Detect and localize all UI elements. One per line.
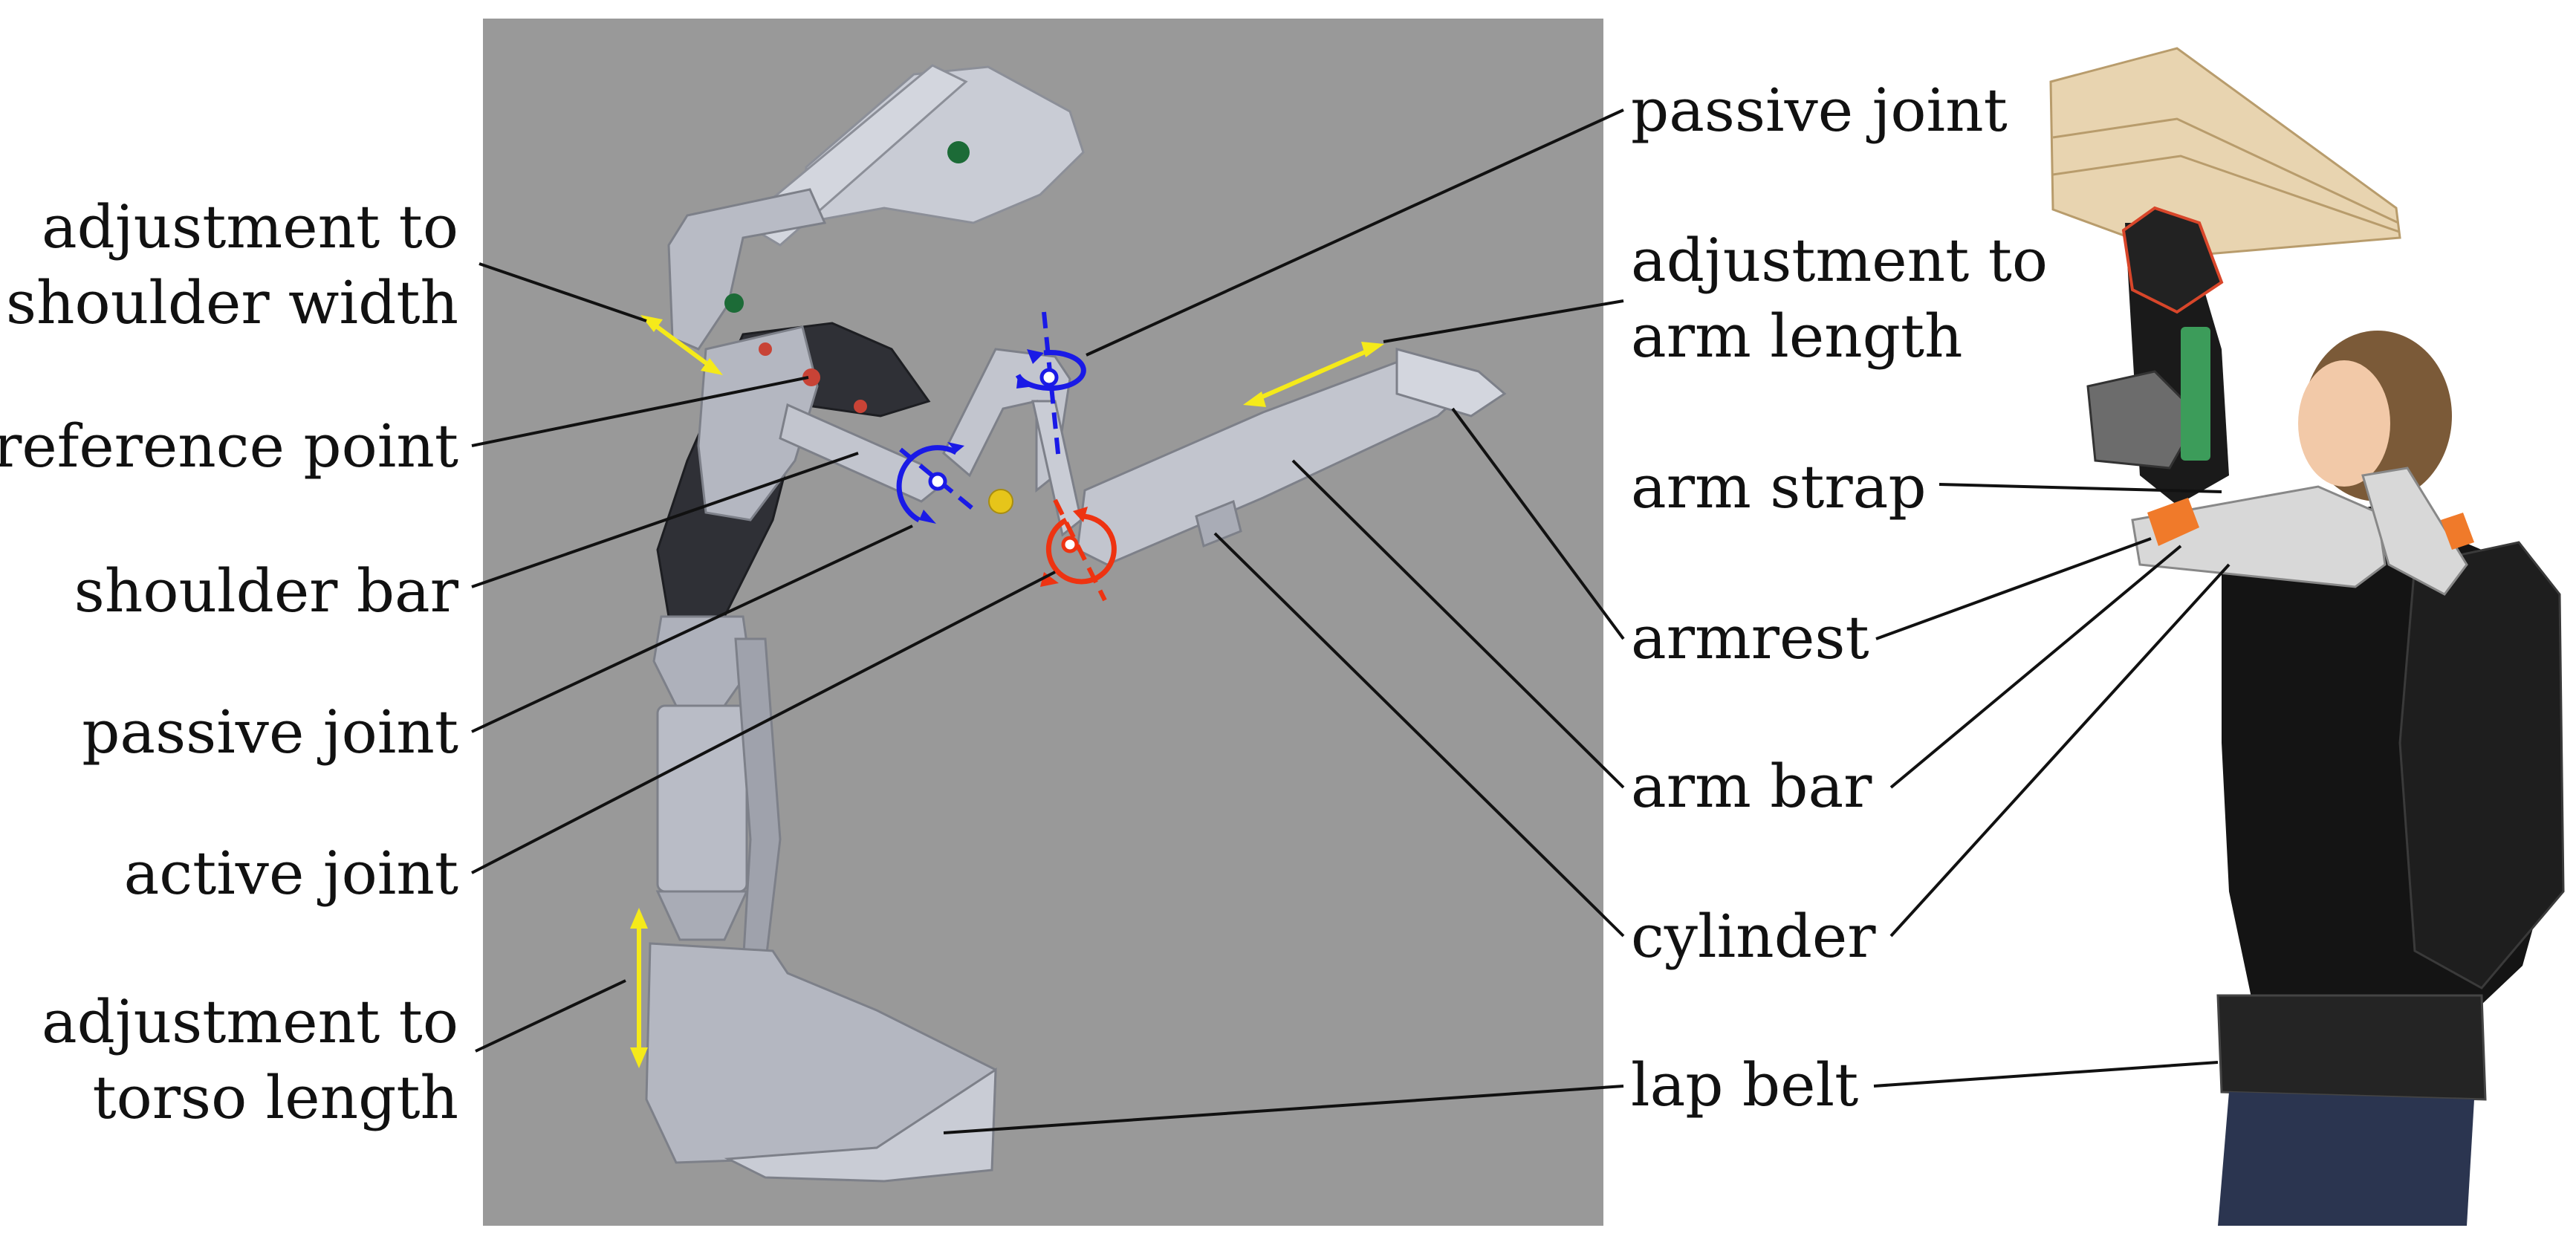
adjustment-arrow-torso-length xyxy=(630,908,648,1068)
leader-adjustment-to-torso-length xyxy=(475,979,626,1053)
cad-spine-cylinder xyxy=(656,704,748,893)
backpack xyxy=(2398,541,2565,990)
label-arm-bar: arm bar xyxy=(1631,752,1872,821)
label-adjustment-to-arm-length: adjustment to arm length xyxy=(1631,226,2048,371)
leader-adjustment-to-arm-length xyxy=(1383,299,1624,343)
cad-green-marker-side xyxy=(724,293,744,313)
wearer-arm-bar xyxy=(2131,485,2387,588)
label-lap-belt: lap belt xyxy=(1631,1050,1859,1120)
label-adjustment-to-shoulder-width: adjustment to shoulder width xyxy=(5,192,458,337)
wooden-board xyxy=(2049,47,2401,258)
glove xyxy=(2121,206,2224,314)
legs xyxy=(2218,1092,2474,1226)
passive-joint-marker-upper xyxy=(1015,311,1086,461)
leader-cylinder-photo xyxy=(1889,563,2231,938)
leader-shoulder-bar xyxy=(471,452,859,588)
wearer-lap-belt xyxy=(2216,994,2487,1101)
cad-cylinder-bracket xyxy=(1195,499,1242,548)
cad-spine-bottom xyxy=(655,890,749,941)
active-joint-marker xyxy=(1040,498,1117,602)
leader-armrest-photo xyxy=(1875,537,2152,640)
cad-shoulder-unit xyxy=(697,325,819,521)
adjustment-arrow-arm-length xyxy=(1243,342,1384,407)
cad-red-marker-1 xyxy=(759,342,772,356)
label-cylinder: cylinder xyxy=(1631,902,1876,971)
wearer-photo xyxy=(2049,47,2565,1226)
cad-lap-belt xyxy=(724,1068,997,1183)
leader-armrest-cad xyxy=(1451,407,1625,640)
label-active-joint: active joint xyxy=(123,839,458,908)
leader-cylinder-cad xyxy=(1213,532,1625,938)
cad-red-marker-2 xyxy=(854,400,867,413)
leader-arm-bar-photo xyxy=(1889,545,2182,789)
cad-reference-ball-yellow xyxy=(988,489,1013,514)
label-armrest: armrest xyxy=(1631,603,1869,672)
leader-lap-belt-cad xyxy=(943,1085,1624,1134)
leader-passive-joint-lower xyxy=(471,524,913,733)
leader-adjustment-to-shoulder-width xyxy=(478,262,647,322)
label-passive-joint-lower: passive joint xyxy=(82,698,458,767)
cad-green-marker-top xyxy=(947,141,970,163)
leader-active-joint xyxy=(471,571,1056,874)
cad-reference-ball-red xyxy=(802,368,820,386)
label-shoulder-bar: shoulder bar xyxy=(74,556,458,626)
leader-lap-belt-photo xyxy=(1873,1061,2219,1088)
passive-joint-marker-lower xyxy=(896,442,976,524)
leader-reference-point xyxy=(471,376,809,447)
cad-upper-plate xyxy=(801,65,1085,224)
leader-passive-joint-upper xyxy=(1086,108,1624,357)
leader-arm-strap xyxy=(1939,483,2222,493)
leader-arm-bar-cad xyxy=(1291,459,1625,789)
label-reference-point: reference point xyxy=(0,412,458,481)
face-blur xyxy=(2298,360,2390,487)
cad-arm-bar xyxy=(1076,355,1473,566)
leader-lines xyxy=(471,108,2231,1134)
label-arm-strap: arm strap xyxy=(1631,452,1927,521)
label-adjustment-to-torso-length: adjustment to torso length xyxy=(41,987,458,1132)
cad-armrest xyxy=(1395,348,1507,417)
cad-exoskeleton-model xyxy=(645,64,1507,1183)
label-passive-joint-upper: passive joint xyxy=(1631,76,2008,145)
